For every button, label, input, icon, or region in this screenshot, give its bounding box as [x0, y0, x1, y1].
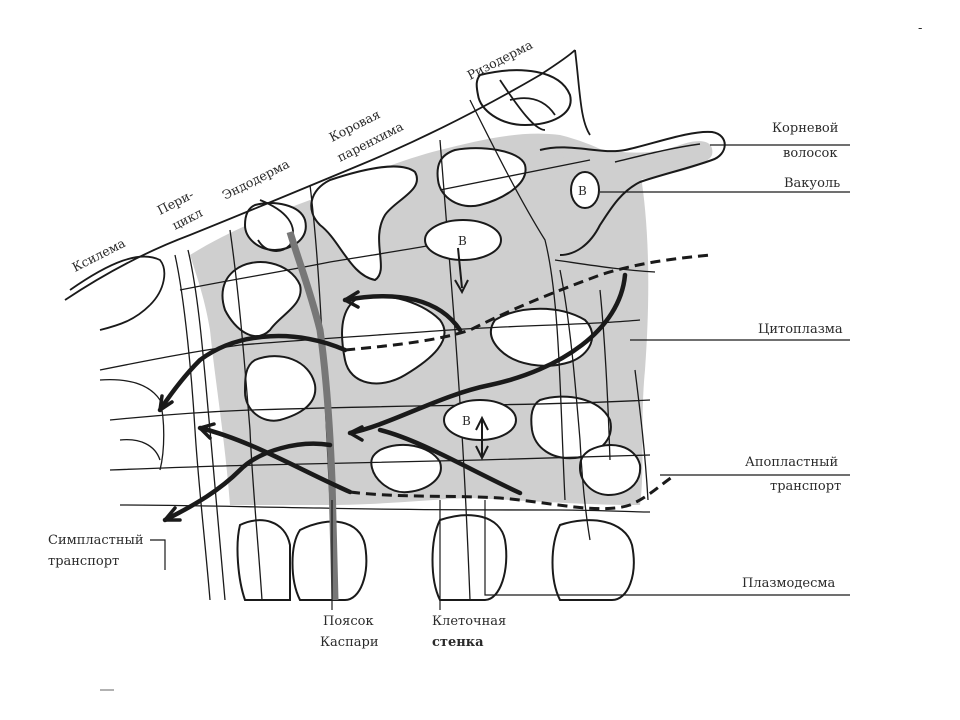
label-root-hair-2: волосок: [783, 146, 837, 161]
label-symplast-2: транспорт: [48, 554, 119, 569]
label-symplast-1: Симпластный: [48, 533, 144, 548]
right-labels: Корневой волосок Вакуоль Цитоплазма Апоп…: [742, 121, 843, 591]
label-plasmodesma: Плазмодесма: [742, 576, 835, 591]
vacuole-3-mark: В: [578, 184, 587, 198]
root-hair-inner: [614, 143, 701, 163]
apoplast-paths: [344, 253, 711, 511]
vacuoles: В В В: [424, 171, 600, 461]
vacuole-3: [570, 171, 600, 209]
label-cell-wall-2: стенка: [432, 635, 484, 650]
root-hair-outline: [539, 130, 726, 256]
leader-lines: [150, 144, 850, 610]
label-cell-wall-1: Клеточная: [432, 614, 506, 629]
label-apoplast-1: Апопластный: [745, 455, 838, 470]
vacuole-2-mark: В: [462, 414, 471, 428]
tissue-boundary: [64, 49, 591, 331]
vacuole-1: [424, 219, 502, 261]
cell-walls: [99, 99, 656, 601]
cell-lumens: [221, 69, 642, 497]
zone-endoderm: Эндодерма: [220, 156, 293, 203]
bottom-labels: Симпластный транспорт Поясок Каспари Кле…: [48, 533, 506, 650]
label-vacuole: Вакуоль: [784, 176, 840, 191]
label-apoplast-2: транспорт: [770, 479, 841, 494]
casparian-strip: [286, 230, 339, 601]
label-cytoplasm: Цитоплазма: [758, 322, 843, 337]
vacuole-1-mark: В: [458, 234, 467, 248]
label-root-hair-1: Корневой: [772, 121, 838, 136]
zone-xylem: Ксилема: [70, 235, 129, 275]
label-casparian-1: Поясок: [323, 614, 374, 629]
symplast-arrows: [157, 272, 628, 523]
corner-mark: -: [918, 21, 922, 36]
bottom-cells: [236, 514, 635, 601]
label-casparian-2: Каспари: [320, 635, 379, 650]
